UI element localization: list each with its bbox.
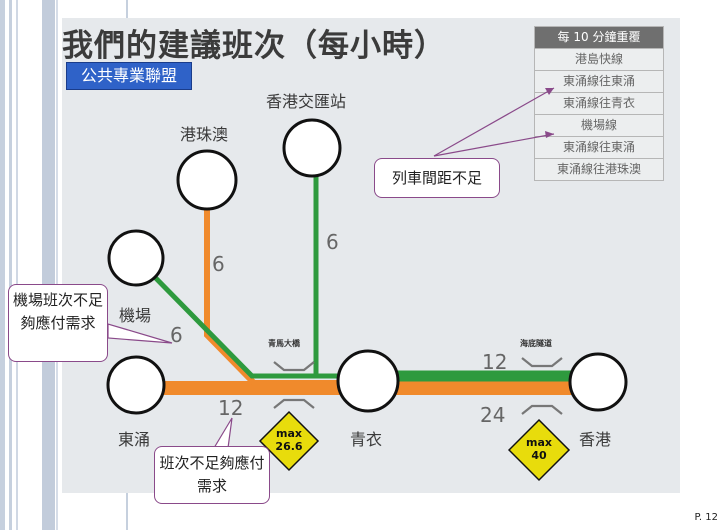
station-label-tung-chung: 東涌: [118, 430, 151, 449]
tunnel-label: 海底隧道: [520, 339, 552, 348]
frequency-label: 12: [482, 350, 508, 374]
decorative-strip: [9, 0, 12, 530]
legend-row: 東涌線往東涌: [534, 137, 664, 159]
callout-tail: [212, 417, 233, 449]
org-badge: 公共專業聯盟: [66, 62, 192, 90]
route-line-green-airport: [134, 256, 316, 379]
station-label-airport: 機場: [119, 306, 152, 325]
frequency-label: 6: [170, 323, 183, 347]
station-label-hong-kong-interchange: 香港交匯站: [266, 92, 347, 111]
legend-header: 每 10 分鐘重覆: [534, 26, 664, 49]
airport-shortfall-callout: 機場班次不足夠應付需求: [8, 284, 108, 362]
station-tung-chung: [106, 355, 166, 415]
station-tsing-yi: [336, 349, 400, 413]
capacity-sign-tunnel-text: max 40: [526, 436, 552, 462]
arrow-head: [545, 88, 554, 95]
legend-row: 東涌線往東涌: [534, 71, 664, 93]
frequency-shortfall-callout: 班次不足夠應付需求: [154, 446, 270, 504]
station-hzmb: [176, 149, 238, 211]
route-line-green-interchange: [313, 150, 368, 379]
route-line-orange-hzmb: [204, 183, 368, 386]
callout-arrow: [433, 133, 555, 157]
bridge-label: 青馬大橋: [268, 339, 300, 348]
legend-row: 東涌線往港珠澳: [534, 159, 664, 181]
tunnel-bottleneck-marker: [521, 357, 563, 415]
frequency-label: 24: [480, 403, 506, 427]
decorative-strip: [0, 0, 5, 530]
station-airport: [107, 229, 165, 287]
capacity-sign-tunnel: [507, 418, 571, 482]
callout-tail: [107, 323, 173, 344]
decorative-strip: [16, 0, 18, 530]
legend-row: 港島快線: [534, 49, 664, 71]
decorative-strip: [42, 0, 55, 530]
callout-arrow: [433, 87, 555, 157]
station-hong-kong-interchange: [282, 118, 342, 178]
legend-row: 東涌線往青衣: [534, 93, 664, 115]
station-label-tsing-yi: 青衣: [350, 430, 383, 449]
page-number: P. 12: [694, 512, 718, 523]
frequency-label: 12: [218, 396, 244, 420]
frequency-label: 6: [326, 230, 339, 254]
capacity-sign-bridge: [258, 410, 320, 472]
arrow-head: [545, 131, 554, 138]
capacity-sign-bridge-text: max 26.6: [275, 427, 303, 453]
legend-row: 機場線: [534, 115, 664, 137]
headway-callout: 列車間距不足: [374, 158, 500, 198]
station-hong-kong: [568, 352, 628, 412]
decorative-strip: [56, 0, 58, 530]
page-title: 我們的建議班次（每小時）: [62, 28, 446, 64]
service-legend: 每 10 分鐘重覆 港島快線 東涌線往東涌 東涌線往青衣 機場線 東涌線往東涌 …: [534, 26, 664, 181]
bridge-bottleneck-marker: [273, 361, 315, 409]
station-label-hzmb: 港珠澳: [180, 125, 229, 144]
station-label-hong-kong: 香港: [579, 430, 612, 449]
frequency-label: 6: [212, 252, 225, 276]
